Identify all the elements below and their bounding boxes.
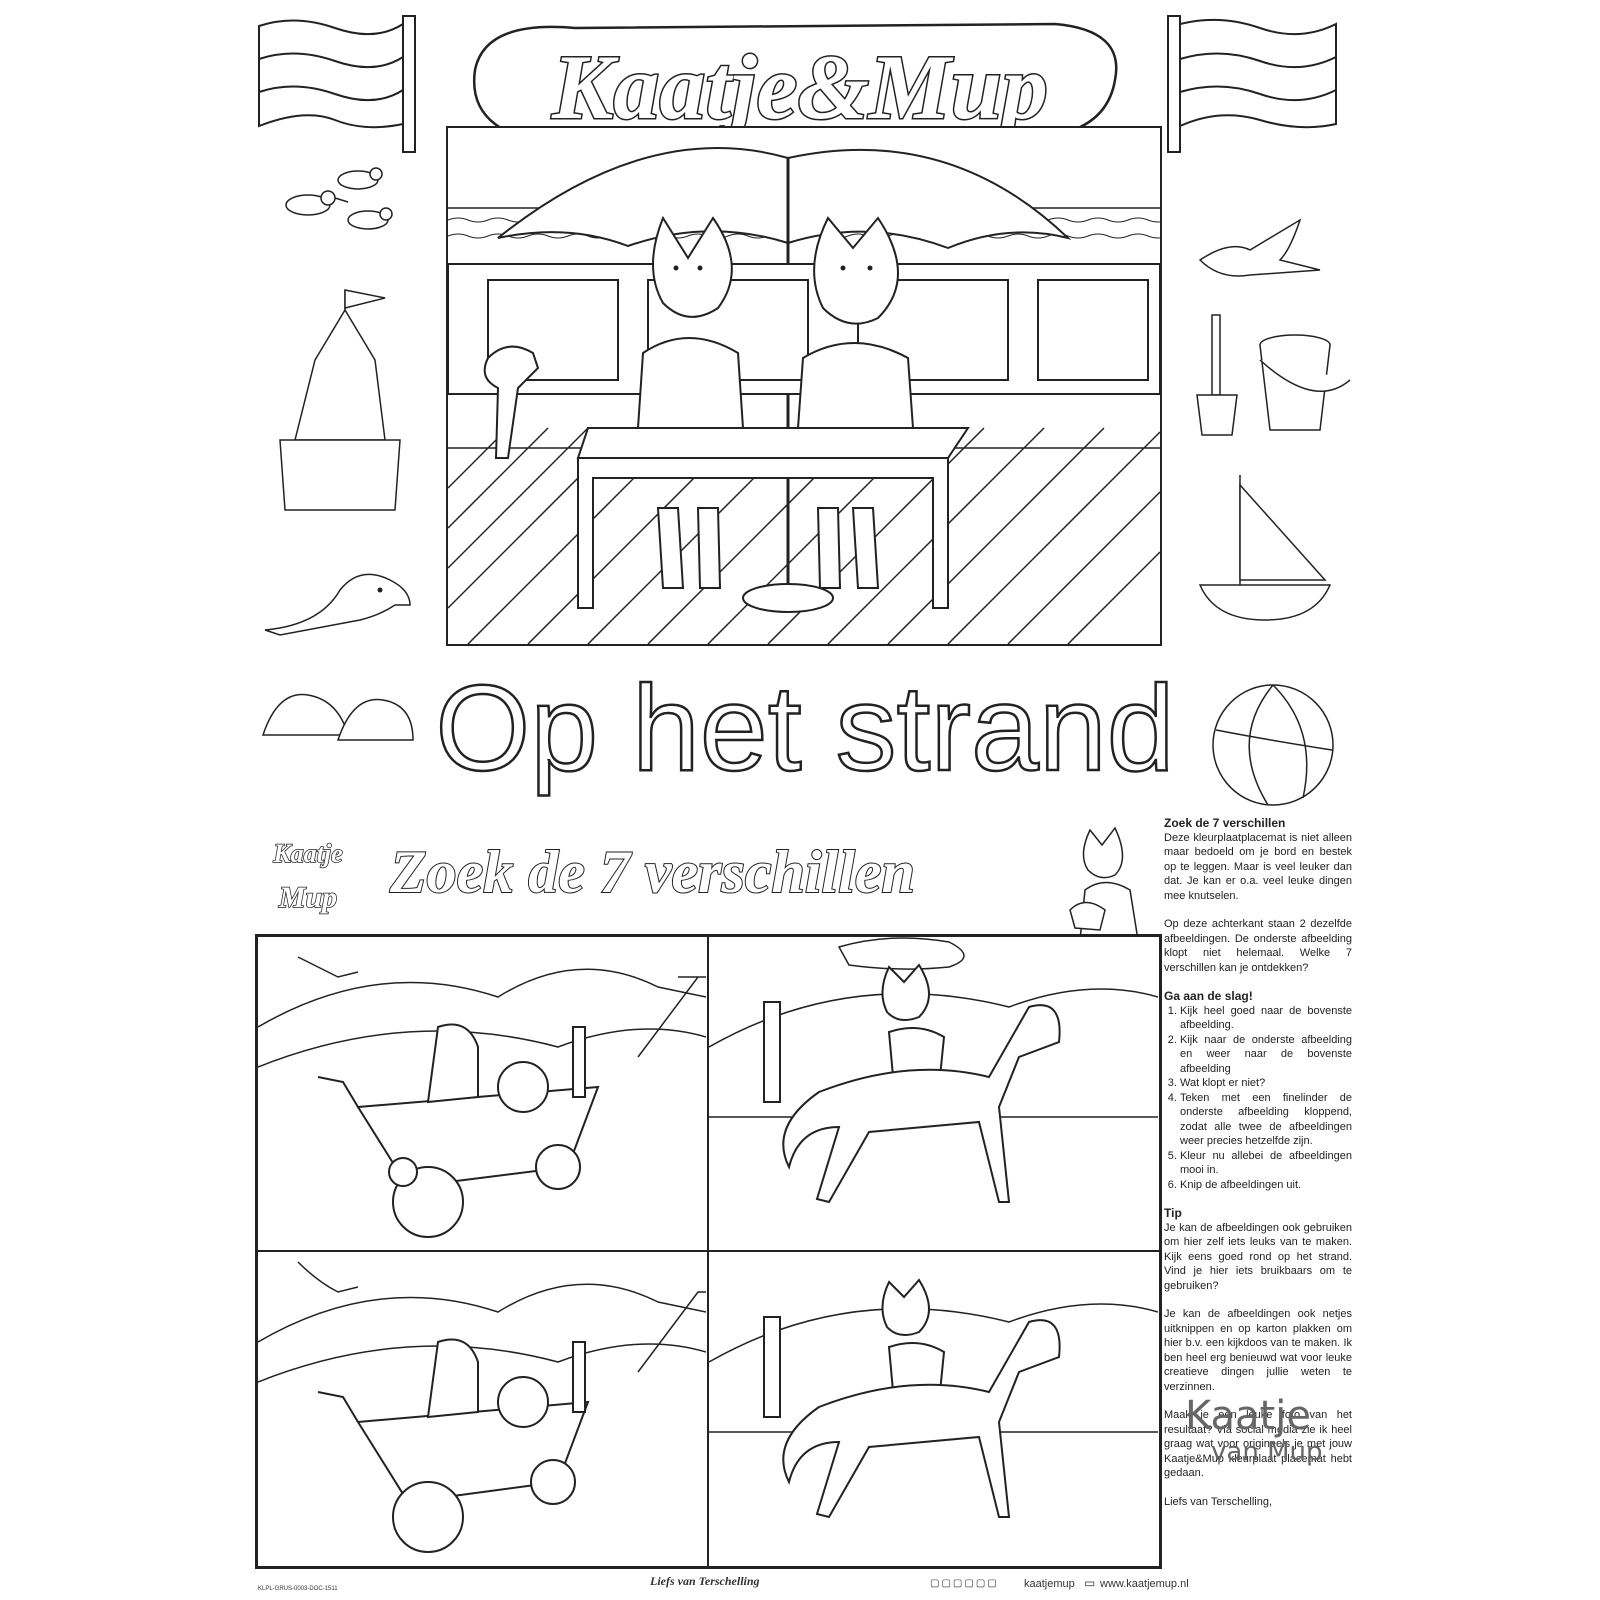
panel-horse-bottom [708, 1251, 1162, 1569]
photo-text: Maak je een leuke foto van het resultaat… [1164, 1409, 1352, 1479]
tip-heading: Tip [1164, 1206, 1182, 1220]
slippers-icon [261, 693, 414, 741]
horse-icon [782, 1004, 1061, 1204]
seagull-icon [1198, 218, 1321, 277]
linkedin-icon[interactable]: ▢ [952, 1578, 965, 1589]
svg-text:Mup: Mup [278, 881, 337, 914]
step-item: Teken met een finelinder de onderste afb… [1180, 1091, 1352, 1149]
brand-title: Kaatje&Mup [551, 36, 1048, 138]
sailboat-icon [1198, 475, 1332, 621]
search-title: Zoek de 7 verschillen [389, 839, 915, 905]
beach-scene [446, 126, 1162, 646]
svg-text:Kaatje: Kaatje [272, 839, 342, 868]
search-title-art: Zoek de 7 verschillen [388, 838, 916, 906]
footer-handle[interactable]: kaatjemup [1024, 1578, 1075, 1590]
dog-icon [483, 345, 540, 459]
instructions-heading: Zoek de 7 verschillen [1164, 816, 1286, 830]
twitter-icon[interactable]: ▢ [941, 1578, 953, 1589]
small-logo: Kaatje Mup [272, 838, 344, 915]
panel-wagon-bottom [255, 1251, 708, 1569]
main-title-art: Op het strand [434, 659, 1176, 798]
youtube-icon[interactable]: ▢ [987, 1578, 999, 1589]
dog-icon [1069, 901, 1106, 931]
instructions-back-text: Op deze achterkant staan 2 dezelfde afbe… [1164, 918, 1352, 974]
tip2-text: Je kan de afbeeldingen ook netjes uitkni… [1164, 1308, 1352, 1393]
beach-ball-icon [1212, 684, 1334, 806]
social-icons: ▢▢▢▢▢▢ [930, 1578, 999, 1589]
bucket-icon [1259, 334, 1351, 431]
flag-icon [1167, 15, 1337, 153]
brand-logo: Kaatje&Mup [472, 22, 1118, 148]
step-item: Kleur nu allebei de afbeeldingen mooi in… [1180, 1149, 1352, 1178]
bird-icon [285, 167, 393, 230]
step-item: Wat klopt er niet? [1180, 1076, 1352, 1091]
instagram-icon[interactable]: ▢ [975, 1578, 988, 1589]
seagull-icon [297, 1261, 359, 1293]
flag-icon [258, 15, 416, 153]
seal-icon [264, 573, 411, 636]
instructions: Zoek de 7 verschillen Deze kleurplaatpla… [1164, 816, 1352, 1523]
footer-tagline: Liefs van Terschelling [650, 1574, 760, 1588]
laptop-icon: ▭ [1084, 1576, 1096, 1590]
facebook-icon[interactable]: ▢ [930, 1578, 942, 1589]
dog-icon [426, 1023, 479, 1104]
step-item: Knip de afbeeldingen uit. [1180, 1178, 1352, 1193]
seagull-icon [297, 956, 359, 978]
footer-code: KLPL-GRUS-0003-DOC-1511 [258, 1586, 338, 1592]
closing-text: Liefs van Terschelling, [1164, 1495, 1273, 1508]
main-title: Op het strand [435, 660, 1174, 796]
steps-heading: Ga aan de slag! [1164, 989, 1253, 1003]
instructions-intro: Deze kleurplaatplacemat is niet alleen m… [1164, 831, 1352, 902]
tip-text: Je kan de afbeeldingen ook gebruiken om … [1164, 1221, 1352, 1292]
footer-website[interactable]: www.kaatjemup.nl [1100, 1578, 1189, 1590]
step-item: Kijk naar de onderste afbeelding en weer… [1180, 1033, 1352, 1077]
horse-icon [782, 1319, 1061, 1519]
sandcastle-icon [279, 289, 401, 511]
shovel-icon [1196, 314, 1238, 436]
steps-list: Kijk heel goed naar de bovenste afbeeldi… [1164, 1004, 1352, 1193]
dog-icon [426, 1338, 479, 1419]
panel-horse-top [708, 934, 1162, 1251]
signature: Kaatje van Mup [1185, 1395, 1322, 1467]
cat-icon [1069, 826, 1139, 941]
signature-kaatje: Kaatje [1185, 1393, 1311, 1439]
signature-van-mup: van Mup [1211, 1437, 1323, 1467]
step-item: Kijk heel goed naar de bovenste afbeeldi… [1180, 1004, 1352, 1033]
pinterest-icon[interactable]: ▢ [964, 1578, 976, 1589]
panel-wagon-top [255, 934, 708, 1251]
